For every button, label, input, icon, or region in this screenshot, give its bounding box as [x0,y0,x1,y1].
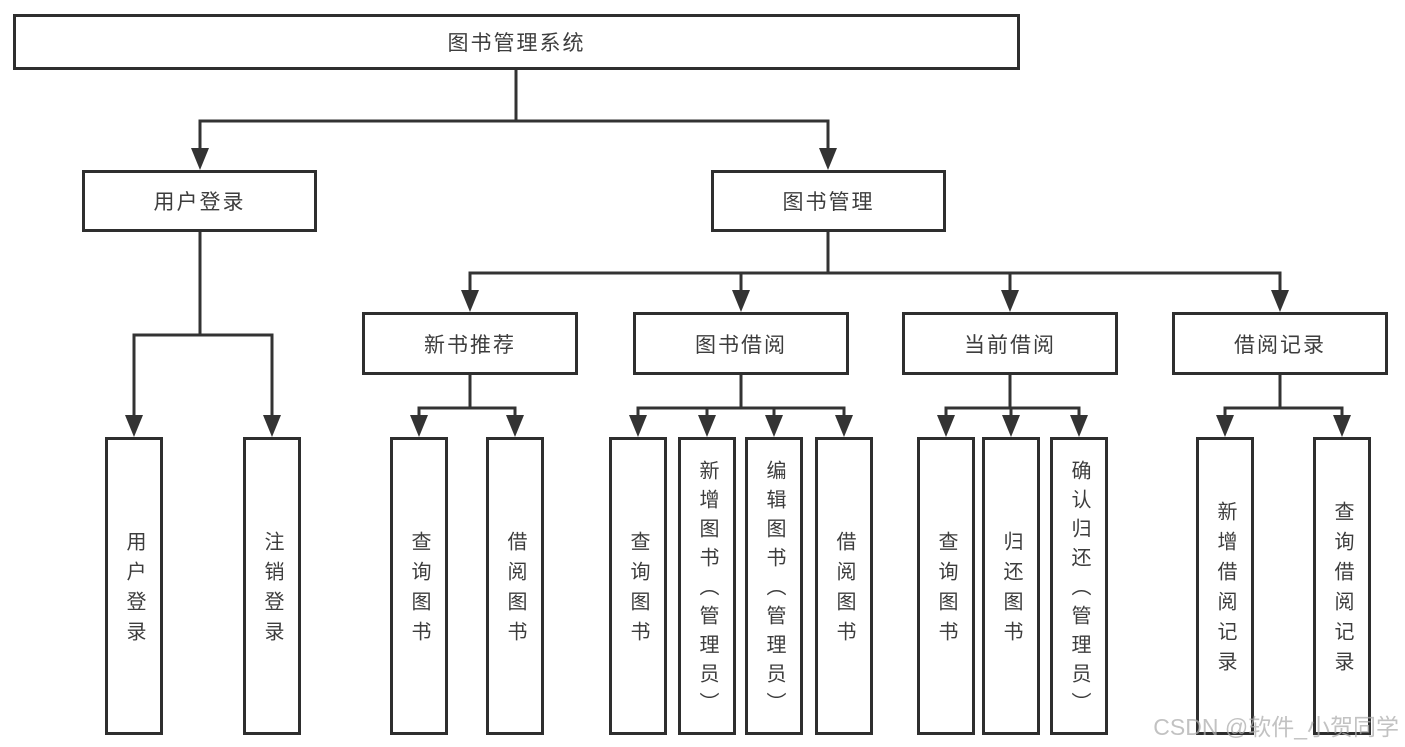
leaf-query-books-borrow: 查询图书 [609,437,667,735]
leaf-logout-label: 注销登录 [261,531,283,651]
node-new-book-recommend: 新书推荐 [362,312,578,375]
leaf-edit-book-admin-label: 编辑图书（管理员） [763,460,785,721]
leaf-user-login: 用户登录 [105,437,163,735]
leaf-confirm-return-admin-label: 确认归还（管理员） [1068,460,1090,721]
leaf-borrow-books-label: 借阅图书 [833,531,855,651]
leaf-return-book-label: 归还图书 [1000,531,1022,651]
leaf-logout: 注销登录 [243,437,301,735]
node-borrow-records-label: 借阅记录 [1234,333,1326,357]
node-borrow-records: 借阅记录 [1172,312,1388,375]
leaf-confirm-return-admin: 确认归还（管理员） [1050,437,1108,735]
leaf-query-books-borrow-label: 查询图书 [627,531,649,651]
node-current-borrow-label: 当前借阅 [964,333,1056,357]
leaf-borrow-books-recommend-label: 借阅图书 [504,531,526,651]
leaf-query-borrow-record: 查询借阅记录 [1313,437,1371,735]
leaf-add-book-admin: 新增图书（管理员） [678,437,736,735]
leaf-add-borrow-record: 新增借阅记录 [1196,437,1254,735]
leaf-add-book-admin-label: 新增图书（管理员） [696,460,718,721]
node-user-login-group-label: 用户登录 [153,191,246,214]
arrowhead-icons [125,148,1351,437]
leaf-borrow-books-recommend: 借阅图书 [486,437,544,735]
leaf-user-login-label: 用户登录 [123,531,145,651]
node-root: 图书管理系统 [13,14,1020,70]
node-user-login-group: 用户登录 [82,170,317,232]
node-book-management-label: 图书管理 [782,191,875,214]
leaf-add-borrow-record-label: 新增借阅记录 [1214,501,1236,681]
leaf-edit-book-admin: 编辑图书（管理员） [745,437,803,735]
leaf-query-borrow-record-label: 查询借阅记录 [1331,501,1353,681]
node-book-borrow: 图书借阅 [633,312,849,375]
node-new-book-recommend-label: 新书推荐 [424,333,516,357]
leaf-query-books-recommend: 查询图书 [390,437,448,735]
node-book-borrow-label: 图书借阅 [695,333,787,357]
leaf-return-book: 归还图书 [982,437,1040,735]
csdn-watermark: CSDN @软件_小贺同学 [1153,714,1399,740]
leaf-borrow-books: 借阅图书 [815,437,873,735]
leaf-query-books-recommend-label: 查询图书 [408,531,430,651]
leaf-query-books-current-label: 查询图书 [935,531,957,651]
leaf-query-books-current: 查询图书 [917,437,975,735]
node-current-borrow: 当前借阅 [902,312,1118,375]
node-root-label: 图书管理系统 [447,32,586,55]
node-book-management: 图书管理 [711,170,946,232]
